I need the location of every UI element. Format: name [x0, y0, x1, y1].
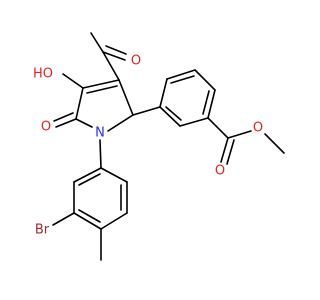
bond-ring-c3-c2 — [118, 79, 134, 116]
bond-ring-n-c5 — [75, 118, 93, 128]
bond-benz-5-double — [170, 75, 195, 84]
bond-benz-4 — [194, 69, 216, 91]
bond-acetyl-methyl — [90, 32, 104, 53]
bond-c3-acetyl — [102, 51, 120, 81]
atom-ester-ether-oxygen-label: O — [253, 121, 263, 136]
bond-ester-co — [220, 137, 229, 163]
atom-hydroxyl-label: HO — [33, 67, 53, 82]
bond-ring-c4-c3 — [82, 79, 120, 89]
bond-aryl-1 — [100, 167, 128, 183]
bond-aryl-4 — [73, 212, 102, 230]
bond-benz-2 — [179, 117, 209, 127]
bond-ester-o — [227, 130, 252, 139]
bond-aryl-6-double — [78, 173, 101, 186]
bond-ring-c2-n — [107, 114, 134, 132]
atom-acetyl-oxygen-label: O — [131, 54, 141, 69]
bond-benz-ester — [207, 117, 229, 139]
bond-aryl-3 — [100, 212, 128, 230]
bond-ring-c4-c3-double — [86, 85, 118, 94]
bond-benz-1 — [159, 106, 181, 127]
bond-aryl-4-double — [78, 209, 101, 223]
atom-ring-oxygen-label: O — [41, 120, 51, 135]
bond-benz-1-double — [165, 106, 182, 121]
bond-o-methyl — [264, 133, 285, 154]
bond-benz-3-double — [202, 90, 210, 115]
atom-nitrogen-label: N — [95, 126, 105, 141]
bond-c5-o-double — [53, 112, 74, 122]
bond-aryl-6 — [73, 167, 102, 183]
bond-c4-oh — [62, 73, 84, 89]
bond-n-aryl — [99, 139, 102, 169]
chemical-structure-diagram: HO O O N O O Br — [33, 32, 285, 261]
bond-ester-co-double — [226, 139, 235, 165]
bond-benz-6 — [159, 78, 168, 108]
bond-aryl-br — [52, 212, 75, 226]
bond-benz-3 — [207, 89, 216, 119]
atom-ester-carbonyl-oxygen-label: O — [215, 164, 225, 179]
atom-bromine-label: Br — [35, 223, 50, 238]
bond-c2-benzoate — [132, 106, 161, 116]
bond-acetyl-co-double — [105, 45, 127, 55]
bond-ring-c5-c4 — [75, 87, 84, 120]
bond-c5-o — [55, 118, 77, 128]
bond-acetyl-co — [102, 51, 126, 61]
bond-benz-5 — [166, 69, 196, 80]
